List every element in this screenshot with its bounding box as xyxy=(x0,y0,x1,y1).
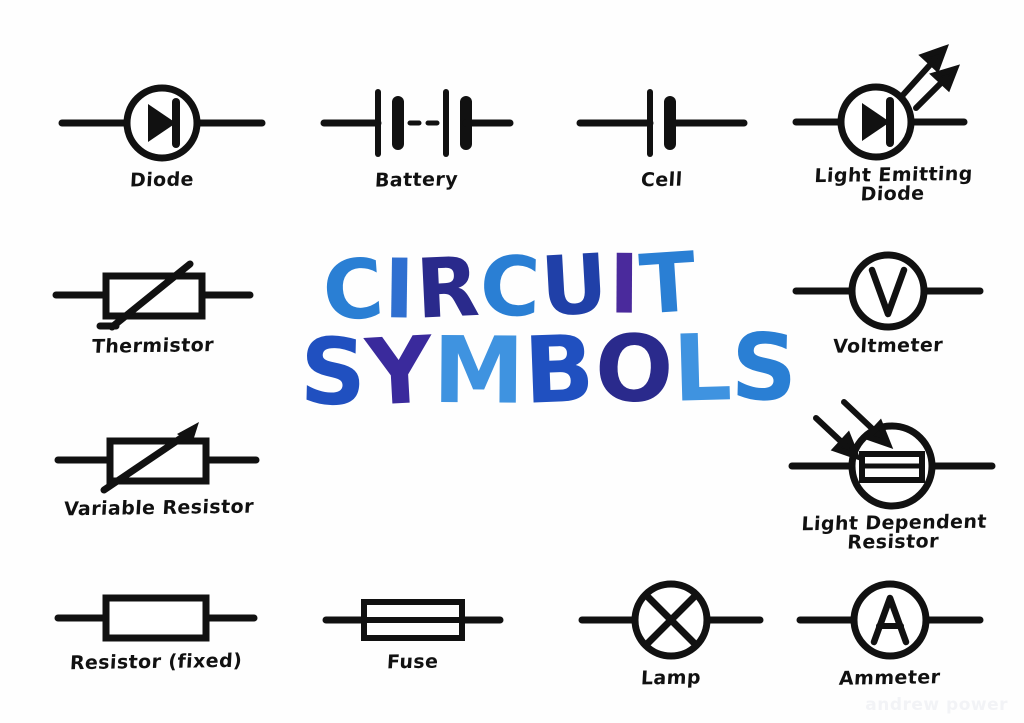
watermark-credit: andrew power xyxy=(865,695,1008,715)
symbol-card-lamp: Lamp xyxy=(576,574,766,690)
lamp-icon xyxy=(578,580,764,660)
symbol-card-cell: Cell xyxy=(572,78,752,192)
led-icon xyxy=(792,44,968,161)
symbol-card-fuse: Fuse xyxy=(318,590,508,674)
title-letter: B xyxy=(522,315,597,426)
title-letter: M xyxy=(432,317,525,426)
ammeter-icon xyxy=(796,580,984,660)
cell-icon xyxy=(576,89,748,157)
symbol-label-resistor-fixed: Resistor (fixed) xyxy=(69,649,243,675)
title-letter: O xyxy=(592,314,675,425)
symbol-card-variable-resistor: Variable Resistor xyxy=(44,412,274,521)
symbol-label-battery: Battery xyxy=(373,168,459,192)
symbol-label-light-dependent-resistor: Light Dependent Resistor xyxy=(801,510,988,554)
symbol-card-light-emitting-diode: Light Emitting Diode xyxy=(788,34,998,206)
symbol-label-thermistor: Thermistor xyxy=(91,334,215,358)
symbol-card-light-dependent-resistor: Light Dependent Resistor xyxy=(786,392,1002,554)
symbol-label-ammeter: Ammeter xyxy=(838,666,942,690)
title-line-symbols: SYMBOLS xyxy=(298,314,799,428)
title-letter: S xyxy=(298,318,368,428)
thermistor-icon xyxy=(52,260,254,331)
ldr-icon xyxy=(788,399,996,510)
voltmeter-icon xyxy=(792,251,984,331)
battery-icon xyxy=(320,89,514,157)
title-letter: S xyxy=(730,313,799,423)
symbol-label-cell: Cell xyxy=(640,168,684,192)
symbol-label-voltmeter: Voltmeter xyxy=(832,334,944,358)
symbol-label-variable-resistor: Variable Resistor xyxy=(63,495,255,521)
symbol-card-resistor-fixed: Resistor (fixed) xyxy=(48,586,264,675)
title-letter: Y xyxy=(363,316,436,428)
symbol-label-lamp: Lamp xyxy=(640,666,702,690)
symbol-card-diode: Diode xyxy=(52,78,272,192)
diode-icon xyxy=(58,84,266,162)
symbol-label-light-emitting-diode: Light Emitting Diode xyxy=(813,162,974,206)
resistor-icon xyxy=(54,594,258,642)
title-letter: I xyxy=(608,237,641,333)
symbol-card-thermistor: Thermistor xyxy=(48,250,258,358)
symbol-card-ammeter: Ammeter xyxy=(794,574,986,690)
title-letter: C xyxy=(478,239,543,336)
symbol-card-battery: Battery xyxy=(316,78,516,192)
variable-resistor-icon xyxy=(54,422,260,494)
symbol-card-voltmeter: Voltmeter xyxy=(790,248,986,358)
title-letter: T xyxy=(637,234,701,334)
title-letter: L xyxy=(671,314,733,424)
symbol-label-fuse: Fuse xyxy=(386,650,440,674)
symbol-label-diode: Diode xyxy=(129,168,195,192)
fuse-icon xyxy=(322,599,504,641)
poster-title: CIRCUIT SYMBOLS xyxy=(298,235,799,480)
